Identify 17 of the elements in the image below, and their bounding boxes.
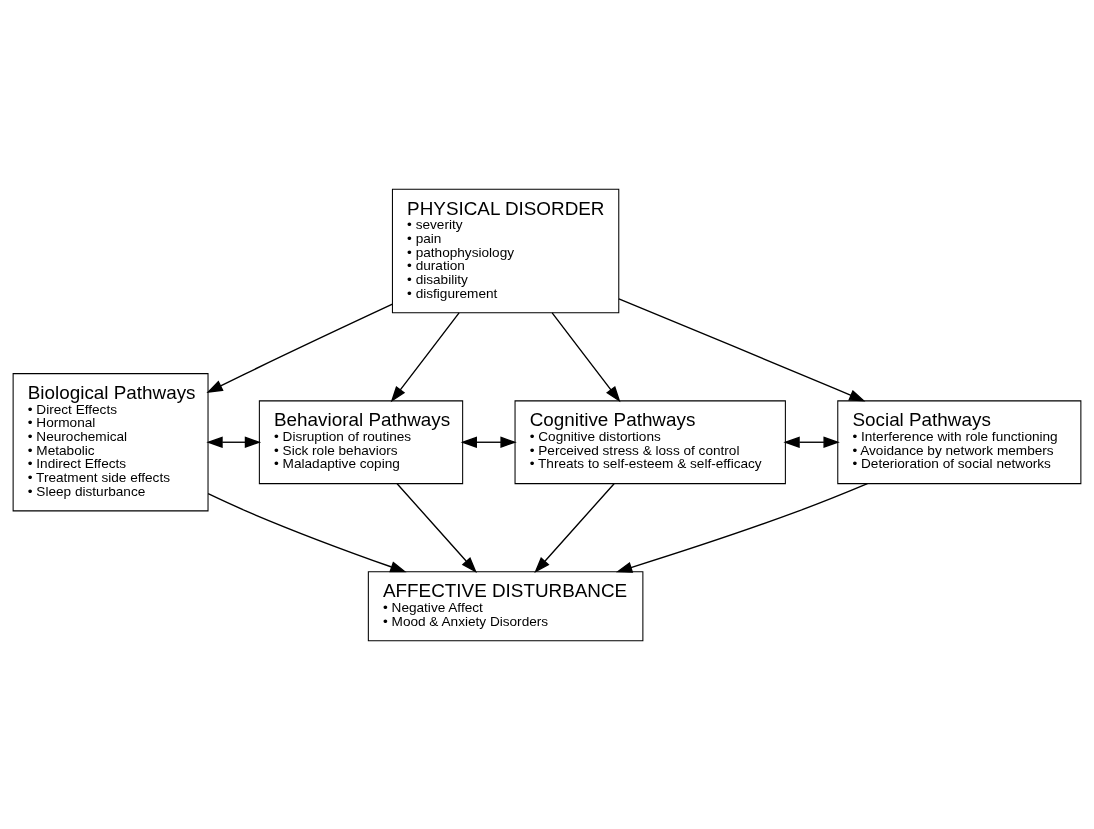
arrow: [390, 311, 460, 402]
node-box: Biological Pathways • Direct Effects • Hormonal • Neurochemical • Metabolic • Indirect Effects • Treatment side effects • Sleep disturbance: [12, 372, 209, 511]
arrow: [396, 482, 477, 573]
arrow: [551, 311, 621, 402]
node-box: Behavioral Pathways • Disruption of routines • Sick role behaviors • Maladaptive coping: [258, 399, 464, 484]
arrow: [206, 436, 262, 448]
node-box: Social Pathways • Interference with role functioning • Avoidance by network members • Deterioration of social networks: [837, 399, 1082, 484]
arrow: [534, 482, 615, 573]
node-box: Cognitive Pathways • Cognitive distortions • Perceived stress & loss of control • Threats to self-esteem & self-efficacy: [514, 399, 786, 484]
arrow: [615, 482, 869, 573]
arrow: [206, 303, 394, 393]
arrow: [618, 297, 866, 401]
arrow: [460, 436, 517, 448]
arrow: [783, 436, 840, 448]
arrow: [207, 492, 407, 572]
node-box: AFFECTIVE DISTURBANCE • Negative Affect • Mood & Anxiety Disorders: [367, 570, 644, 641]
node-box: PHYSICAL DISORDER • severity • pain • pathophysiology • duration • disability • disfigurement: [391, 188, 620, 313]
